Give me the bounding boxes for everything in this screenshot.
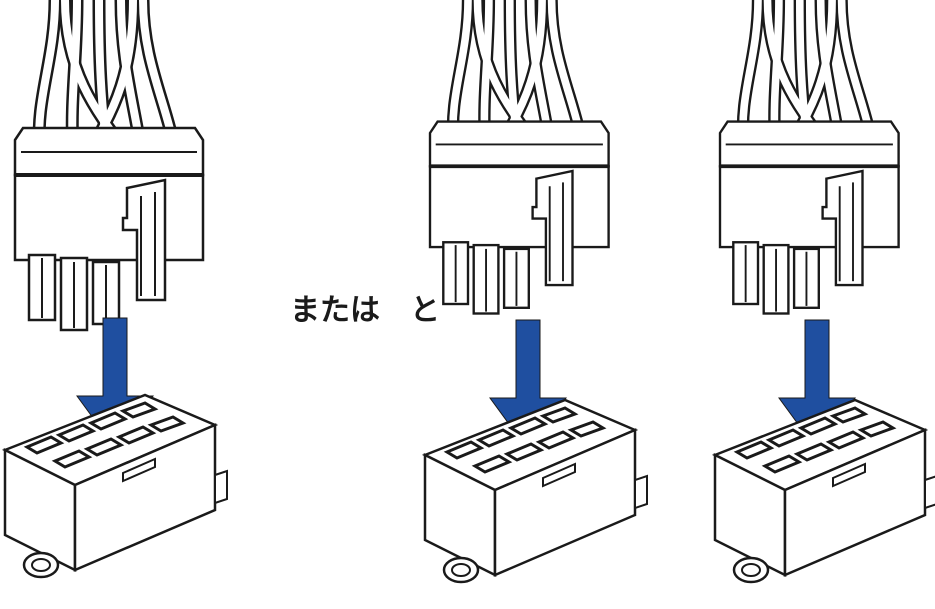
6-pin-cable-connector-b [720, 0, 899, 314]
8-pin-socket [3, 393, 229, 579]
8-pin-socket-b [713, 398, 935, 584]
8-pin-cable-connector [15, 0, 203, 330]
and-label: と [410, 293, 440, 328]
8-pin-socket-a [423, 398, 649, 584]
or-label: または [290, 293, 380, 328]
6-pin-cable-connector-a [430, 0, 609, 314]
